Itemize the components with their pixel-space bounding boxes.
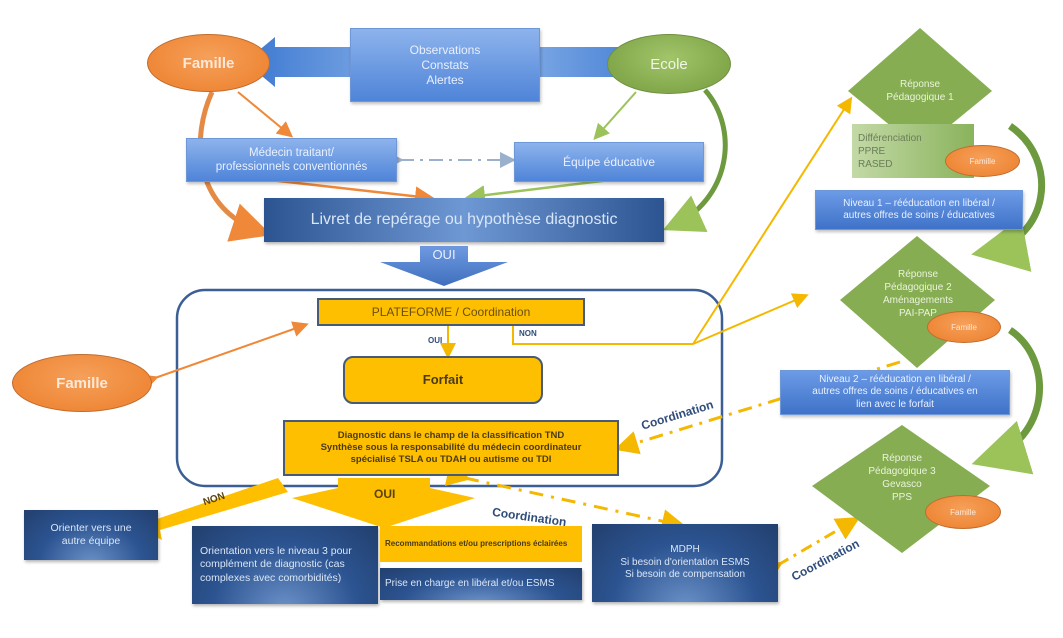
oui-main-label-box: OUI (420, 247, 468, 263)
prise-label: Prise en charge en libéral et/ou ESMS (385, 577, 555, 589)
rp2-text: Réponse Pédagogique 2 Aménagements PAI-P… (868, 268, 968, 320)
rp1-list-3: RASED (858, 158, 893, 170)
diagnostic-line-2: Synthèse sous la responsabilité du médec… (320, 442, 582, 454)
famille-label: Famille (182, 54, 235, 72)
medecin-box: Médecin traitant/ professionnels convent… (186, 138, 397, 182)
coordination-rp3-link (756, 516, 861, 585)
mdph-line-3: Si besoin de compensation (624, 569, 746, 581)
plateforme-box: PLATEFORME / Coordination (317, 298, 585, 326)
coordination-niveau2-link (614, 360, 901, 455)
mdph-line-1: MDPH (670, 544, 700, 556)
niveau1-line-2: autres offres de soins / éducatives (843, 210, 995, 221)
rp1-list-2: PPRE (858, 145, 886, 157)
mdph-box: MDPH Si besoin d'orientation ESMS Si bes… (592, 524, 778, 602)
famille-rp1-label: Famille (969, 156, 996, 166)
ecole-label: Ecole (650, 55, 688, 73)
livret-box: Livret de repérage ou hypothèse diagnost… (264, 198, 664, 242)
rp1-list-box: Différenciation PPRE RASED (852, 124, 974, 178)
rp2-diamond (840, 236, 995, 368)
ecole-node: Ecole (607, 34, 731, 94)
rp2-to-rp3-curve (971, 327, 1043, 475)
rp1-diamond (848, 28, 992, 150)
orientation-niveau3-box: Orientation vers le niveau 3 pour complé… (192, 526, 378, 604)
oui-main-label: OUI (432, 246, 456, 262)
famille-to-medecin (237, 91, 294, 138)
rp1-list-1: Différenciation (858, 132, 922, 144)
famille-node-rp1: Famille (945, 145, 1020, 177)
niveau2-box: Niveau 2 – rééducation en libéral / autr… (780, 370, 1010, 415)
diagnostic-line-1: Diagnostic dans le champ de la classific… (337, 430, 565, 442)
famille-node-rp3: Famille (925, 495, 1001, 529)
rp1-line-1: Réponse (899, 79, 941, 90)
recommandations-box: Recommandations et/ou prescriptions écla… (380, 526, 582, 562)
mdph-line-2: Si besoin d'orientation ESMS (620, 556, 750, 568)
famille-node-left: Famille (12, 354, 152, 412)
plateforme-label: PLATEFORME / Coordination (371, 304, 531, 319)
diagnostic-box: Diagnostic dans le champ de la classific… (283, 420, 619, 476)
rp3-line-1: Réponse (881, 453, 923, 464)
famille-plateforme-link (141, 321, 309, 390)
oui-gold-arrow (292, 478, 475, 528)
rp3-text: Réponse Pédagogique 3 Gevasco PPS (850, 452, 954, 504)
niveau2-line-1: Niveau 2 – rééducation en libéral / (819, 373, 971, 385)
famille-rp3-label: Famille (950, 507, 976, 517)
prise-en-charge-box: Prise en charge en libéral et/ou ESMS (380, 568, 582, 600)
equipe-label: Équipe éducative (562, 154, 656, 169)
rp1-to-rp2-curve (971, 123, 1046, 272)
famille-rp2-label: Famille (951, 322, 977, 332)
famille-left-label: Famille (56, 374, 108, 392)
medecin-line-1: Médecin traitant/ (248, 146, 334, 159)
rp2-line-2: Pédagogique 2 (884, 282, 952, 293)
non-to-rp1 (692, 96, 853, 345)
rp3-line-3: Gevasco (882, 479, 922, 490)
equipe-to-livret (465, 178, 611, 206)
niveau1-box: Niveau 1 – rééducation en libéral / autr… (815, 190, 1023, 230)
recommandations-label: Recommandations et/ou prescriptions écla… (385, 539, 568, 548)
non-to-rp2 (692, 293, 809, 345)
ecole-curve-arrow (662, 88, 728, 232)
orienter-line-2: autre équipe (61, 535, 121, 547)
niveau2-line-2: autres offres de soins / éducatives en (812, 386, 978, 398)
rp3-diamond (812, 425, 990, 553)
observations-box: Observations Constats Alertes (350, 28, 540, 102)
orientation-label: Orientation vers le niveau 3 pour complé… (200, 545, 352, 584)
medecin-to-livret (269, 178, 435, 207)
rp2-line-1: Réponse (897, 269, 939, 280)
niveau1-line-1: Niveau 1 – rééducation en libéral / (843, 197, 995, 209)
ecole-to-equipe (593, 91, 637, 140)
rp1-text: Réponse Pédagogique 1 (872, 78, 968, 104)
diagnostic-line-3: spécialisé TSLA ou TDAH ou autisme ou TD… (350, 453, 552, 465)
orienter-box: Orienter vers une autre équipe (24, 510, 158, 560)
orienter-line-1: Orienter vers une (50, 521, 132, 534)
non-branch-label: NON (519, 329, 537, 338)
alertes-line: Alertes (426, 72, 464, 87)
coordination-mdph-link (444, 462, 686, 533)
observations-line: Observations (409, 42, 481, 57)
rp2-line-4: PAI-PAP (899, 308, 937, 319)
non-left-arrow (138, 478, 288, 540)
rp3-line-2: Pédagogique 3 (868, 466, 936, 477)
non-branch-line (512, 326, 693, 345)
forfait-box: Forfait (343, 356, 543, 404)
oui-branch-label: OUI (428, 336, 443, 345)
medecin-line-2: professionnels conventionnés (215, 161, 368, 173)
rp3-line-4: PPS (891, 492, 912, 503)
equipe-educative-box: Équipe éducative (514, 142, 704, 182)
constats-line: Constats (421, 57, 469, 72)
oui-down-arrow (380, 246, 508, 286)
rp2-line-3: Aménagements (882, 295, 954, 306)
rp1-line-2: Pédagogique 1 (886, 92, 954, 103)
oui-arrow-label: OUI (374, 487, 396, 501)
famille-node-top: Famille (147, 34, 270, 92)
forfait-label: Forfait (422, 371, 464, 387)
niveau2-line-3: lien avec le forfait (856, 398, 934, 410)
famille-node-rp2: Famille (927, 311, 1001, 343)
livret-label: Livret de repérage ou hypothèse diagnost… (310, 211, 618, 228)
